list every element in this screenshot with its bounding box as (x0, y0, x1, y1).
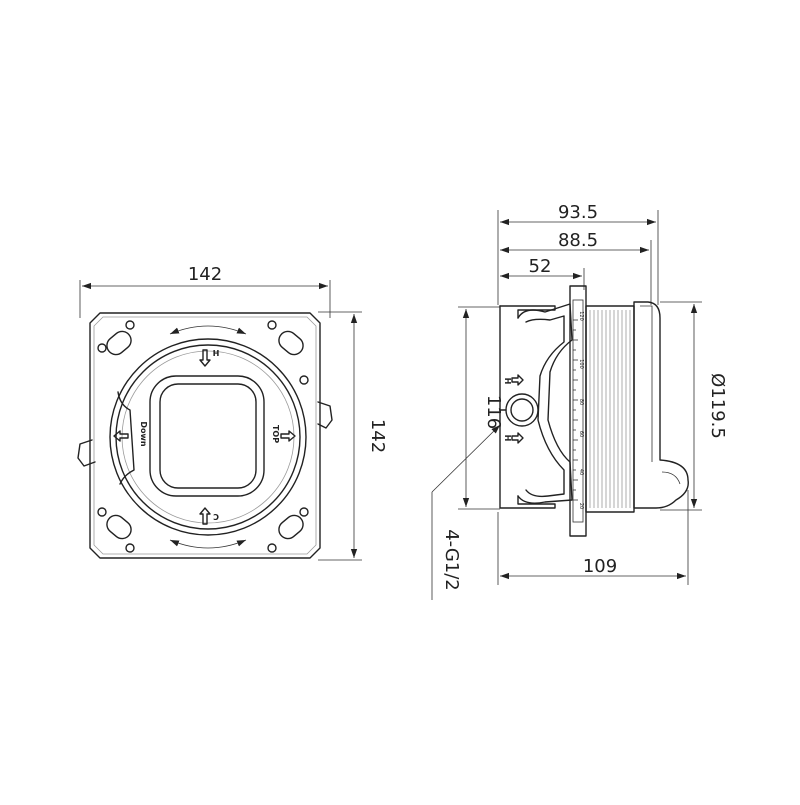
scale-mark-40: 40 (578, 469, 584, 475)
front-view: 142 142 (77, 264, 388, 561)
scale-mark-20: 20 (578, 503, 584, 509)
valve-body-side: H H (499, 303, 573, 509)
front-width-label: 142 (188, 264, 222, 285)
label-hot: H (213, 348, 220, 357)
dim-109-label: 109 (583, 556, 617, 577)
valve-body-front: H C TOP Down (109, 325, 307, 549)
front-width-dimension: 142 (79, 264, 331, 318)
label-top: TOP (271, 425, 280, 443)
mounting-plate (77, 312, 333, 559)
front-height-label: 142 (367, 419, 388, 453)
side-view: 93.5 88.5 52 116 Ø119.5 (431, 202, 728, 600)
mounting-holes (97, 320, 309, 553)
dim-diameter-label: Ø119.5 (707, 373, 728, 439)
dim-93-5: 93.5 (497, 202, 659, 305)
dim-52: 52 (500, 256, 585, 290)
port-label: 4-G1/2 (441, 529, 462, 591)
dim-93-5-label: 93.5 (558, 202, 598, 223)
dim-88-5-label: 88.5 (558, 230, 598, 251)
scale-mark-80: 80 (578, 399, 584, 405)
dim-109: 109 (497, 490, 689, 585)
label-down: Down (139, 421, 148, 447)
dim-52-label: 52 (529, 256, 552, 277)
inlet-label-upper: H (503, 378, 512, 385)
dim-116: 116 (458, 306, 504, 510)
port-leader: 4-G1/2 (431, 424, 501, 600)
threaded-sleeve (585, 301, 689, 513)
front-height-dimension: 142 (318, 311, 388, 561)
scale-mark-120: 120 (578, 311, 584, 321)
dim-diameter: Ø119.5 (660, 301, 728, 511)
dim-116-label: 116 (483, 395, 504, 429)
inlet-label-lower: H (503, 435, 512, 442)
scale-mark-100: 100 (578, 359, 584, 369)
dim-88-5: 88.5 (500, 230, 652, 305)
label-cold: C (213, 512, 219, 521)
scale-mark-60: 60 (578, 431, 584, 437)
